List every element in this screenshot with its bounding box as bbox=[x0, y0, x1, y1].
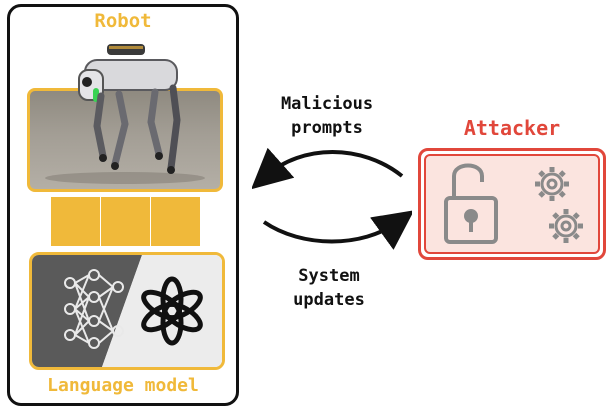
connector-block bbox=[51, 197, 100, 246]
malicious-prompts-label-line1: Malicious bbox=[280, 94, 374, 114]
robot-dog-icon bbox=[45, 44, 205, 184]
neural-network-icon bbox=[64, 269, 124, 349]
flow-arrows bbox=[252, 147, 412, 250]
connector-block bbox=[101, 197, 150, 246]
system-updates-arrow bbox=[262, 210, 412, 250]
robot-title: Robot bbox=[94, 10, 152, 32]
gear-icon bbox=[535, 167, 583, 243]
attacker-panel bbox=[418, 148, 606, 260]
malicious-prompts-label-line2: prompts bbox=[291, 118, 363, 138]
language-model-panel bbox=[29, 252, 225, 370]
robot-panel bbox=[7, 4, 239, 406]
system-updates-label-line2: updates bbox=[293, 290, 365, 310]
openai-logo-icon bbox=[141, 276, 203, 346]
connector-block bbox=[151, 197, 200, 246]
attacker-icons bbox=[444, 163, 583, 244]
language-model-label: Language model bbox=[47, 375, 199, 396]
language-model-background bbox=[32, 255, 222, 367]
attacker-title: Attacker bbox=[463, 116, 561, 140]
malicious-prompts-arrow bbox=[252, 147, 404, 190]
system-updates-label-line1: System bbox=[298, 266, 360, 286]
unlocked-padlock-icon bbox=[444, 163, 498, 244]
